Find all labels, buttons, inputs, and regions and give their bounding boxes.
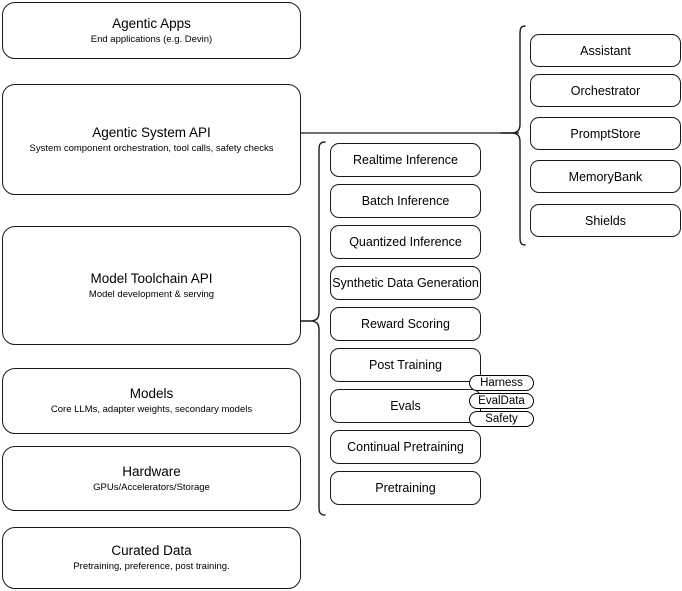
component-label: Pretraining [375,481,436,495]
component-pretraining[interactable]: Pretraining [330,471,481,505]
layer-title: Agentic Apps [112,15,191,31]
layer-subtitle: Core LLMs, adapter weights, secondary mo… [50,404,253,415]
component-batch-inference[interactable]: Batch Inference [330,184,481,218]
component-evals[interactable]: Evals [330,389,481,423]
layer-title: Agentic System API [92,124,211,140]
component-label: Synthetic Data Generation [332,276,479,290]
layer-hardware[interactable]: Hardware GPUs/Accelerators/Storage [2,446,301,511]
layer-subtitle: Model development & serving [88,288,215,300]
layer-title: Model Toolchain API [90,270,213,286]
layer-agentic-apps[interactable]: Agentic Apps End applications (e.g. Devi… [2,2,301,59]
eval-subcomponent-safety[interactable]: Safety [469,411,534,427]
layer-agentic-system-api[interactable]: Agentic System API System component orch… [2,84,301,195]
component-label: Batch Inference [361,194,450,208]
brace-model-toolchain [300,140,326,520]
component-post-training[interactable]: Post Training [330,348,481,382]
layer-subtitle: System component orchestration, tool cal… [29,142,274,154]
layer-title: Hardware [122,463,181,479]
component-label: Realtime Inference [353,153,458,167]
component-continual-pretraining[interactable]: Continual Pretraining [330,430,481,464]
system-component-memorybank[interactable]: MemoryBank [530,160,681,193]
layer-subtitle: End applications (e.g. Devin) [90,33,213,45]
component-label: Reward Scoring [361,317,450,331]
brace-system-components [500,24,526,250]
system-component-label: Orchestrator [570,83,641,98]
component-label: Continual Pretraining [347,440,464,454]
component-quantized-inference[interactable]: Quantized Inference [330,225,481,259]
eval-subcomponent-label: EvalData [478,395,525,407]
system-component-label: PromptStore [570,126,641,141]
eval-subcomponent-harness[interactable]: Harness [469,375,534,391]
layer-model-toolchain-api[interactable]: Model Toolchain API Model development & … [2,226,301,345]
system-component-label: Assistant [580,43,631,58]
component-label: Quantized Inference [349,235,462,249]
system-component-label: MemoryBank [568,169,643,184]
eval-subcomponent-label: Harness [480,377,523,389]
system-component-promptstore[interactable]: PromptStore [530,117,681,150]
layer-title: Curated Data [111,543,192,558]
connector-agentic-system-api-to-system-components [301,126,521,140]
eval-subcomponent-label: Safety [485,413,518,425]
component-label: Evals [390,399,421,413]
component-synthetic-data-generation[interactable]: Synthetic Data Generation [330,266,481,300]
layer-subtitle: GPUs/Accelerators/Storage [93,481,210,493]
system-component-shields[interactable]: Shields [530,204,681,237]
system-component-assistant[interactable]: Assistant [530,34,681,67]
component-realtime-inference[interactable]: Realtime Inference [330,143,481,177]
component-reward-scoring[interactable]: Reward Scoring [330,307,481,341]
component-label: Post Training [369,358,442,372]
system-component-orchestrator[interactable]: Orchestrator [530,74,681,107]
layer-title: Models [129,386,174,401]
system-component-label: Shields [585,213,626,228]
layer-curated-data[interactable]: Curated Data Pretraining, preference, po… [2,527,301,589]
layer-models[interactable]: Models Core LLMs, adapter weights, secon… [2,368,301,434]
layer-subtitle: Pretraining, preference, post training. [73,561,230,572]
eval-subcomponent-evaldata[interactable]: EvalData [469,393,534,409]
